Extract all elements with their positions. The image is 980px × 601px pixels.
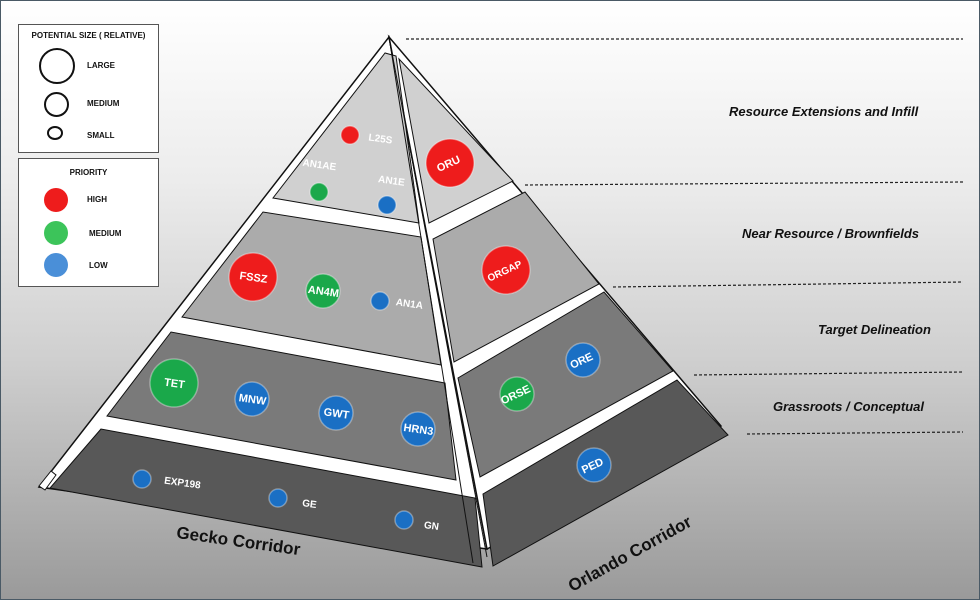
project-label-an1ae: AN1AE [302, 158, 337, 174]
project-marker-an1e [377, 195, 397, 215]
legend-priority-title: PRIORITY [69, 168, 108, 177]
project-label-tet: TET [163, 377, 186, 392]
project-marker-exp198 [132, 469, 152, 489]
priority-high-icon [44, 188, 68, 212]
project-marker-hrn3 [400, 411, 436, 447]
project-label-gwt: GWT [323, 406, 350, 421]
project-marker-ped [576, 447, 612, 483]
ridge-line-a [388, 36, 474, 564]
project-label-gn: GN [423, 520, 439, 533]
legend-size-title: POTENTIAL SIZE ( RELATIVE) [31, 31, 146, 40]
project-marker-an1a [370, 291, 390, 311]
tier-label-1: Resource Extensions and Infill [729, 104, 919, 119]
project-marker-fssz [228, 252, 278, 302]
size-large-label: LARGE [87, 61, 115, 70]
size-small-label: SMALL [87, 131, 115, 140]
legend-size: POTENTIAL SIZE ( RELATIVE) LARGE MEDIUM … [18, 24, 159, 153]
project-label-fssz: FSSZ [239, 270, 269, 286]
gecko-tier-4-band [49, 428, 483, 568]
project-label-ge: GE [301, 498, 317, 511]
size-medium-icon [44, 92, 69, 117]
project-label-exp198: EXP198 [163, 476, 201, 492]
size-large-icon [39, 48, 75, 84]
tier-divider-1 [524, 181, 964, 186]
priority-low-icon [44, 253, 68, 277]
project-marker-mnw [234, 381, 270, 417]
gecko-tier-3-band [106, 331, 457, 481]
project-label-mnw: MNW [238, 392, 268, 408]
priority-low-label: LOW [89, 261, 108, 270]
legend-priority: PRIORITY HIGH MEDIUM LOW [18, 158, 159, 287]
gecko-base-edge [38, 470, 57, 491]
project-marker-an1ae [309, 182, 329, 202]
priority-high-label: HIGH [87, 195, 107, 204]
size-medium-label: MEDIUM [87, 99, 120, 108]
tier-label-3: Target Delineation [818, 322, 931, 337]
project-marker-orse [499, 376, 535, 412]
project-label-hrn3: HRN3 [403, 422, 434, 438]
size-small-icon [47, 126, 63, 140]
project-marker-ge [268, 488, 288, 508]
project-label-an1a: AN1A [395, 297, 424, 312]
orlando-tier-3-band [457, 291, 674, 478]
project-label-an4m: AN4M [307, 284, 340, 300]
project-marker-gwt [318, 395, 354, 431]
project-marker-oru [425, 138, 475, 188]
project-marker-tet [149, 358, 199, 408]
tier-label-2: Near Resource / Brownfields [742, 226, 919, 241]
tier-divider-3 [693, 371, 964, 376]
project-marker-an4m [305, 273, 341, 309]
ridge-line-b [388, 36, 488, 558]
tier-label-4: Grassroots / Conceptual [773, 399, 924, 414]
project-label-an1e: AN1E [377, 174, 405, 189]
project-marker-l25s [340, 125, 360, 145]
project-marker-orgap [481, 245, 531, 295]
tier-divider-4 [746, 431, 964, 435]
priority-medium-icon [44, 221, 68, 245]
priority-medium-label: MEDIUM [89, 229, 122, 238]
tier-divider-2 [612, 281, 964, 288]
project-marker-gn [394, 510, 414, 530]
project-label-l25s: L25S [368, 132, 394, 146]
project-marker-ore [565, 342, 601, 378]
